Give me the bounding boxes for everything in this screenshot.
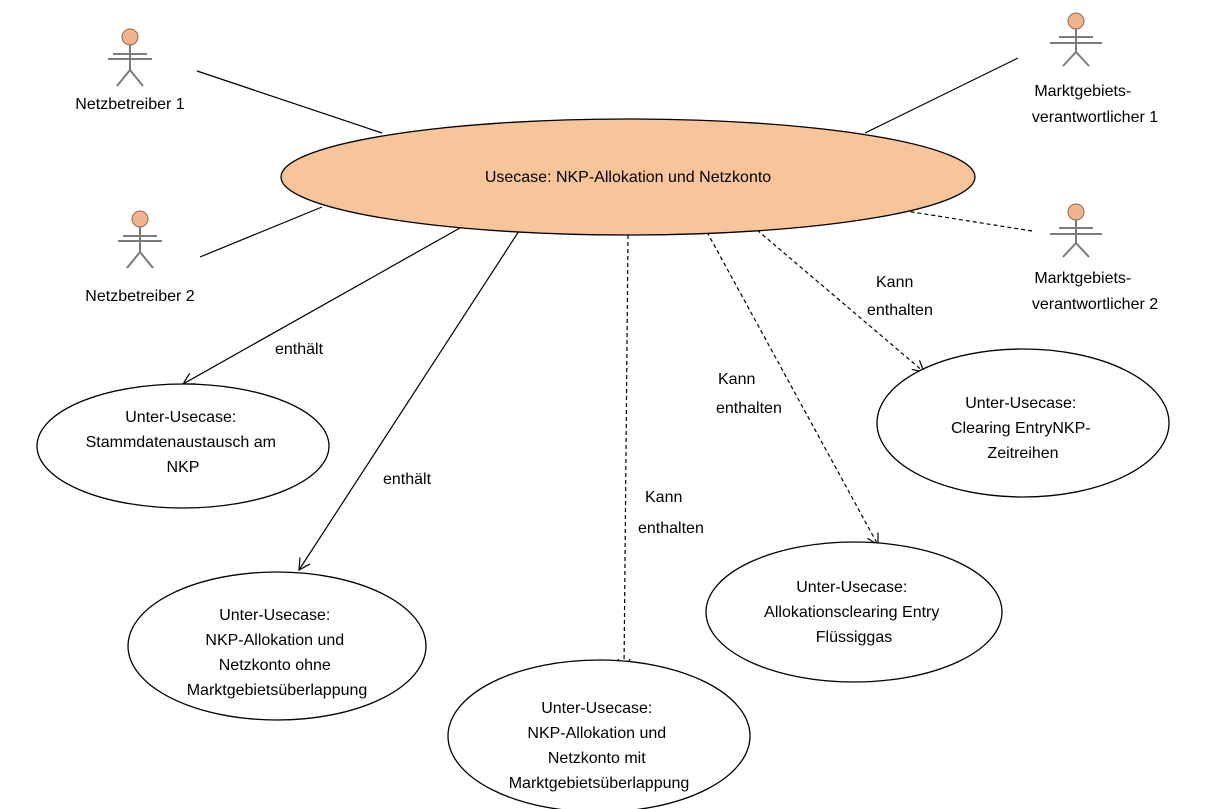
association-netzbetreiber2 — [199, 206, 323, 258]
actor-mgv2-label: Marktgebiets- verantwortlicher 2 — [1032, 270, 1158, 313]
actor-icon — [1050, 12, 1102, 67]
actor-mgv2[interactable]: Marktgebiets- verantwortlicher 2 — [1032, 203, 1158, 313]
usecase-fluessiggas-label: Unter-Usecase: Allokationsclearing Entry… — [764, 579, 944, 646]
actor-netzbetreiber1[interactable]: Netzbetreiber 1 — [75, 28, 185, 113]
usecase-clearing-label: Unter-Usecase: Clearing EntryNKP- Zeitre… — [951, 395, 1095, 462]
usecase-mit-label: Unter-Usecase: NKP-Allokation und Netzko… — [509, 700, 690, 792]
actor-mgv1[interactable]: Marktgebiets- verantwortlicher 1 — [1032, 12, 1158, 126]
include-stammdaten — [181, 223, 468, 385]
include-ohne — [298, 230, 520, 572]
label-enthaelt-ohne: enthält — [383, 471, 432, 488]
extend-mit — [617, 234, 631, 672]
label-kann-mit: Kann enthalten — [638, 489, 704, 537]
association-mgv2 — [886, 207, 1033, 232]
main-usecase-label: Usecase: NKP-Allokation und Netzkonto — [485, 169, 771, 186]
association-netzbetreiber1 — [196, 70, 383, 134]
usecase-fluessiggas[interactable]: Unter-Usecase: Allokationsclearing Entry… — [705, 541, 1003, 683]
label-kann-fluessiggas: Kann enthalten — [716, 371, 782, 417]
extend-clearing — [756, 229, 925, 373]
usecase-stammdaten[interactable]: Unter-Usecase: Stammdatenaustausch am NK… — [36, 383, 330, 509]
association-mgv1 — [864, 57, 1019, 134]
actor-netzbetreiber2[interactable]: Netzbetreiber 2 — [85, 210, 195, 305]
usecase-ohne-label: Unter-Usecase: NKP-Allokation und Netzko… — [187, 607, 368, 699]
usecase-clearing[interactable]: Unter-Usecase: Clearing EntryNKP- Zeitre… — [876, 348, 1170, 498]
actor-mgv1-label: Marktgebiets- verantwortlicher 1 — [1032, 83, 1158, 126]
usecase-stammdaten-label: Unter-Usecase: Stammdatenaustausch am NK… — [86, 409, 281, 476]
actor-icon — [118, 210, 162, 269]
main-usecase[interactable]: Usecase: NKP-Allokation und Netzkonto — [280, 118, 976, 236]
actor-icon — [108, 28, 152, 87]
usecase-ohne-ueberlappung[interactable]: Unter-Usecase: NKP-Allokation und Netzko… — [127, 571, 427, 721]
usecase-mit-ueberlappung[interactable]: Unter-Usecase: NKP-Allokation und Netzko… — [447, 659, 751, 809]
actor-netzbetreiber1-label: Netzbetreiber 1 — [75, 96, 184, 113]
extend-fluessiggas — [706, 231, 879, 547]
label-enthaelt-stammdaten: enthält — [275, 341, 324, 358]
actor-icon — [1050, 203, 1102, 258]
actor-netzbetreiber2-label: Netzbetreiber 2 — [85, 288, 194, 305]
label-kann-clearing: Kann enthalten — [867, 274, 933, 319]
